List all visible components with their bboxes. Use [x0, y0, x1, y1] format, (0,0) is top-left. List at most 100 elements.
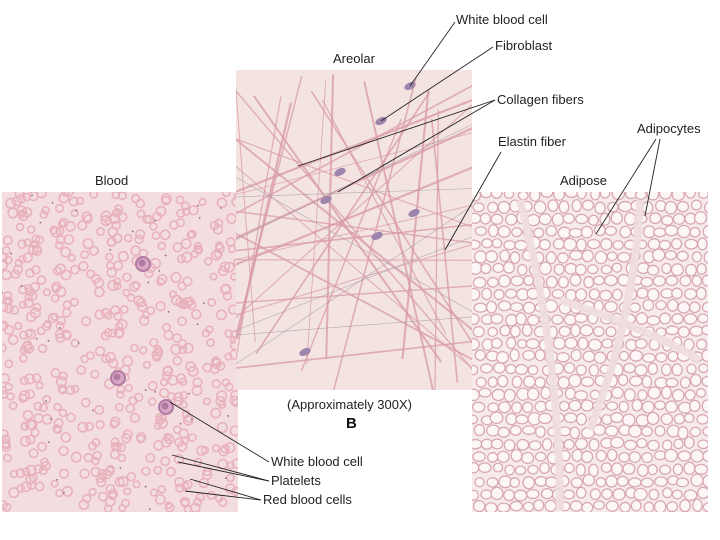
adipocyte — [497, 274, 511, 288]
red-blood-cell — [149, 488, 158, 497]
red-blood-cell — [214, 218, 224, 228]
red-blood-cell — [24, 389, 35, 400]
adipocyte — [573, 390, 589, 401]
adipocyte — [665, 325, 680, 336]
blood-title: Blood — [95, 173, 128, 188]
adipocyte — [609, 436, 625, 449]
red-blood-cell — [220, 284, 231, 295]
platelet — [196, 323, 199, 326]
platelet — [144, 389, 147, 392]
red-blood-cell — [98, 472, 108, 481]
adipocyte — [690, 449, 704, 463]
platelet — [219, 207, 222, 209]
adipocyte — [489, 411, 504, 424]
adipocyte — [504, 288, 518, 299]
adipocyte — [569, 500, 583, 512]
red-blood-cell — [106, 267, 117, 278]
adipocyte — [515, 414, 529, 425]
adipocyte — [472, 239, 481, 250]
red-blood-cell — [131, 193, 141, 204]
platelet — [51, 201, 54, 204]
adipocyte — [552, 336, 566, 350]
adipocyte — [661, 363, 672, 377]
red-blood-cell — [88, 245, 99, 256]
red-blood-cell — [2, 373, 11, 384]
red-blood-cell — [177, 281, 187, 291]
adipocyte — [676, 477, 690, 488]
red-blood-cell — [24, 329, 33, 338]
adipocyte — [472, 461, 480, 474]
red-blood-cell — [38, 403, 48, 413]
leader-red-blood-cells-2 — [184, 490, 262, 501]
red-blood-cell — [66, 412, 76, 423]
platelet — [109, 248, 112, 251]
red-blood-cell — [224, 329, 233, 338]
red-blood-cell — [205, 325, 214, 334]
adipocyte — [609, 412, 624, 424]
adipocyte — [665, 377, 679, 388]
red-blood-cell — [42, 288, 51, 297]
red-blood-cell — [52, 266, 62, 276]
adipocyte — [526, 387, 540, 401]
label-fibroblast: Fibroblast — [495, 38, 552, 53]
adipocyte — [690, 199, 702, 211]
elastin-fiber — [236, 205, 472, 365]
adipocyte — [487, 326, 498, 338]
red-blood-cell — [61, 329, 72, 340]
adipocyte — [503, 489, 516, 502]
platelet — [75, 209, 78, 212]
adipocyte — [670, 237, 683, 250]
adipocyte — [497, 300, 512, 312]
white-blood-cell-nucleus — [138, 259, 146, 267]
red-blood-cell — [61, 192, 70, 197]
adipocyte — [677, 450, 692, 462]
adipocyte — [684, 389, 696, 401]
adipose-panel — [472, 192, 708, 512]
adipocyte — [658, 239, 672, 251]
red-blood-cell — [177, 316, 187, 327]
adipocyte — [547, 199, 559, 213]
red-blood-cell — [70, 209, 79, 218]
adipocyte — [497, 502, 511, 512]
adipocyte — [695, 388, 707, 398]
adipocyte — [552, 238, 566, 250]
red-blood-cell — [49, 225, 59, 235]
red-blood-cell — [25, 464, 37, 476]
adipocyte — [505, 313, 518, 327]
adipocyte — [704, 201, 708, 214]
red-blood-cell — [50, 226, 62, 238]
adipocyte — [484, 502, 498, 512]
red-blood-cell — [83, 452, 94, 463]
adipocyte — [563, 438, 575, 450]
red-blood-cell — [58, 371, 68, 381]
adipocyte — [522, 425, 537, 436]
red-blood-cell — [20, 421, 30, 431]
elastin-fiber — [236, 236, 472, 331]
red-blood-cell — [175, 483, 185, 493]
adipocyte — [605, 326, 617, 338]
red-blood-cell — [75, 196, 85, 205]
adipocyte — [557, 252, 569, 264]
red-blood-cell — [94, 404, 105, 415]
adipocyte — [676, 224, 691, 239]
adipocyte — [640, 425, 654, 437]
red-blood-cell — [19, 435, 31, 447]
red-blood-cell — [141, 310, 151, 320]
red-blood-cell — [206, 490, 216, 500]
adipocyte — [692, 498, 703, 512]
collagen-fiber — [236, 84, 256, 343]
adipocyte — [628, 451, 642, 463]
adipocyte — [487, 224, 499, 238]
adipocyte — [631, 398, 643, 412]
adipocyte — [562, 212, 575, 224]
red-blood-cell — [19, 346, 28, 355]
red-blood-cell — [103, 504, 113, 512]
adipocyte — [577, 336, 589, 351]
collagen-fiber — [236, 259, 472, 261]
adipocyte — [545, 275, 558, 289]
adipocyte — [640, 276, 654, 288]
adipocyte — [587, 338, 603, 352]
adipocyte — [642, 299, 655, 312]
red-blood-cell — [215, 309, 227, 321]
adipocyte — [580, 399, 594, 412]
